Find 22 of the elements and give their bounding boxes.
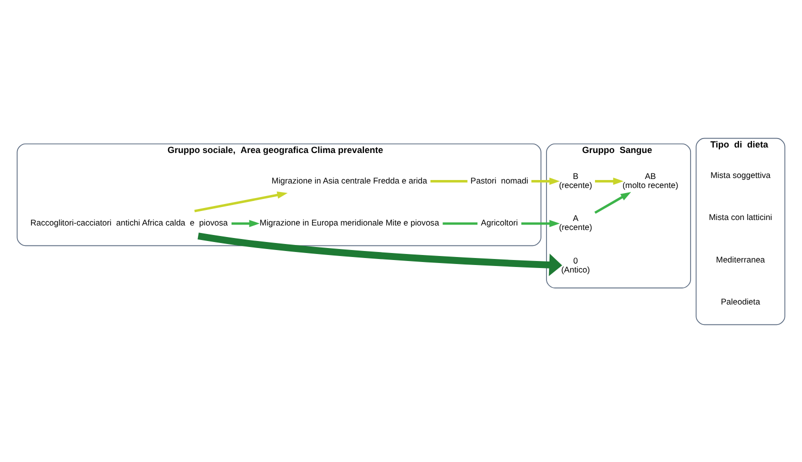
arrow	[595, 177, 624, 184]
node-text: B (recente)	[558, 170, 592, 190]
node-text: Migrazione in Asia centrale Fredda e arida	[272, 174, 428, 185]
node-text: AB (molto recente)	[622, 170, 678, 190]
node-text: 0 (Antico)	[561, 254, 590, 274]
node-text: Pastori nomadi	[470, 174, 528, 185]
connector	[442, 222, 478, 224]
arrow	[232, 219, 260, 227]
arrow	[521, 219, 560, 227]
arrow	[194, 190, 288, 212]
connector	[430, 180, 468, 182]
node-text: A (recente)	[558, 212, 592, 232]
arrow	[531, 177, 560, 184]
node-text: Paleodieta	[720, 296, 760, 306]
node-text: Mediterranea	[716, 254, 765, 264]
arrow	[594, 192, 632, 214]
node-text: Agricoltori	[480, 217, 518, 228]
arrow	[198, 232, 562, 276]
node-text: Migrazione in Europa meridionale Mite e piovosa	[260, 217, 440, 228]
node-text: Mista soggettiva	[710, 169, 770, 180]
node-text: Mista con latticini	[708, 212, 772, 222]
node-text: Raccoglitori-cacciatori antichi Africa calda e piovosa	[30, 217, 228, 228]
